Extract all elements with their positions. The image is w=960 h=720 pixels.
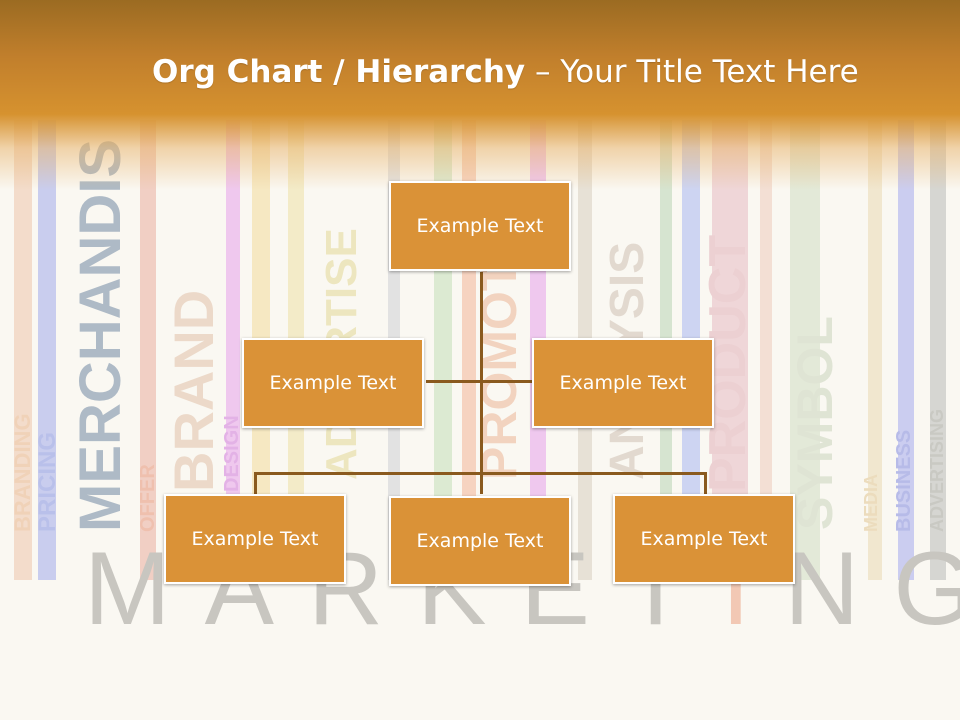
org-node-child-center[interactable]: Example Text [389,496,571,586]
bg-stripe [930,120,946,580]
bg-stripe [868,120,882,580]
bg-stripe [226,120,240,580]
org-node-root[interactable]: Example Text [389,181,571,271]
slide-title-rest: Your Title Text Here [560,54,859,90]
bg-stripe [38,120,56,580]
title-band [0,0,960,190]
bg-stripe [14,120,32,580]
bg-stripe [898,120,914,580]
connector-trunk [480,272,483,494]
marketing-end: NG [784,531,960,647]
bg-stripe [760,120,772,580]
slide-title-dash: – [525,54,561,90]
connector-child-left [254,472,257,494]
org-node-child-left[interactable]: Example Text [164,494,346,584]
connector-child-right [704,472,707,494]
bg-stripe [140,120,156,580]
bg-stripe [790,120,820,580]
slide-title-bold: Org Chart / Hierarchy [152,54,526,90]
org-node-child-right[interactable]: Example Text [613,494,795,584]
connector-assistants [426,380,534,383]
org-node-assistant-left[interactable]: Example Text [242,338,424,428]
connector-children-bar [254,472,706,475]
slide-title[interactable]: Org Chart / Hierarchy – Your Title Text … [152,54,859,90]
org-node-assistant-right[interactable]: Example Text [532,338,714,428]
